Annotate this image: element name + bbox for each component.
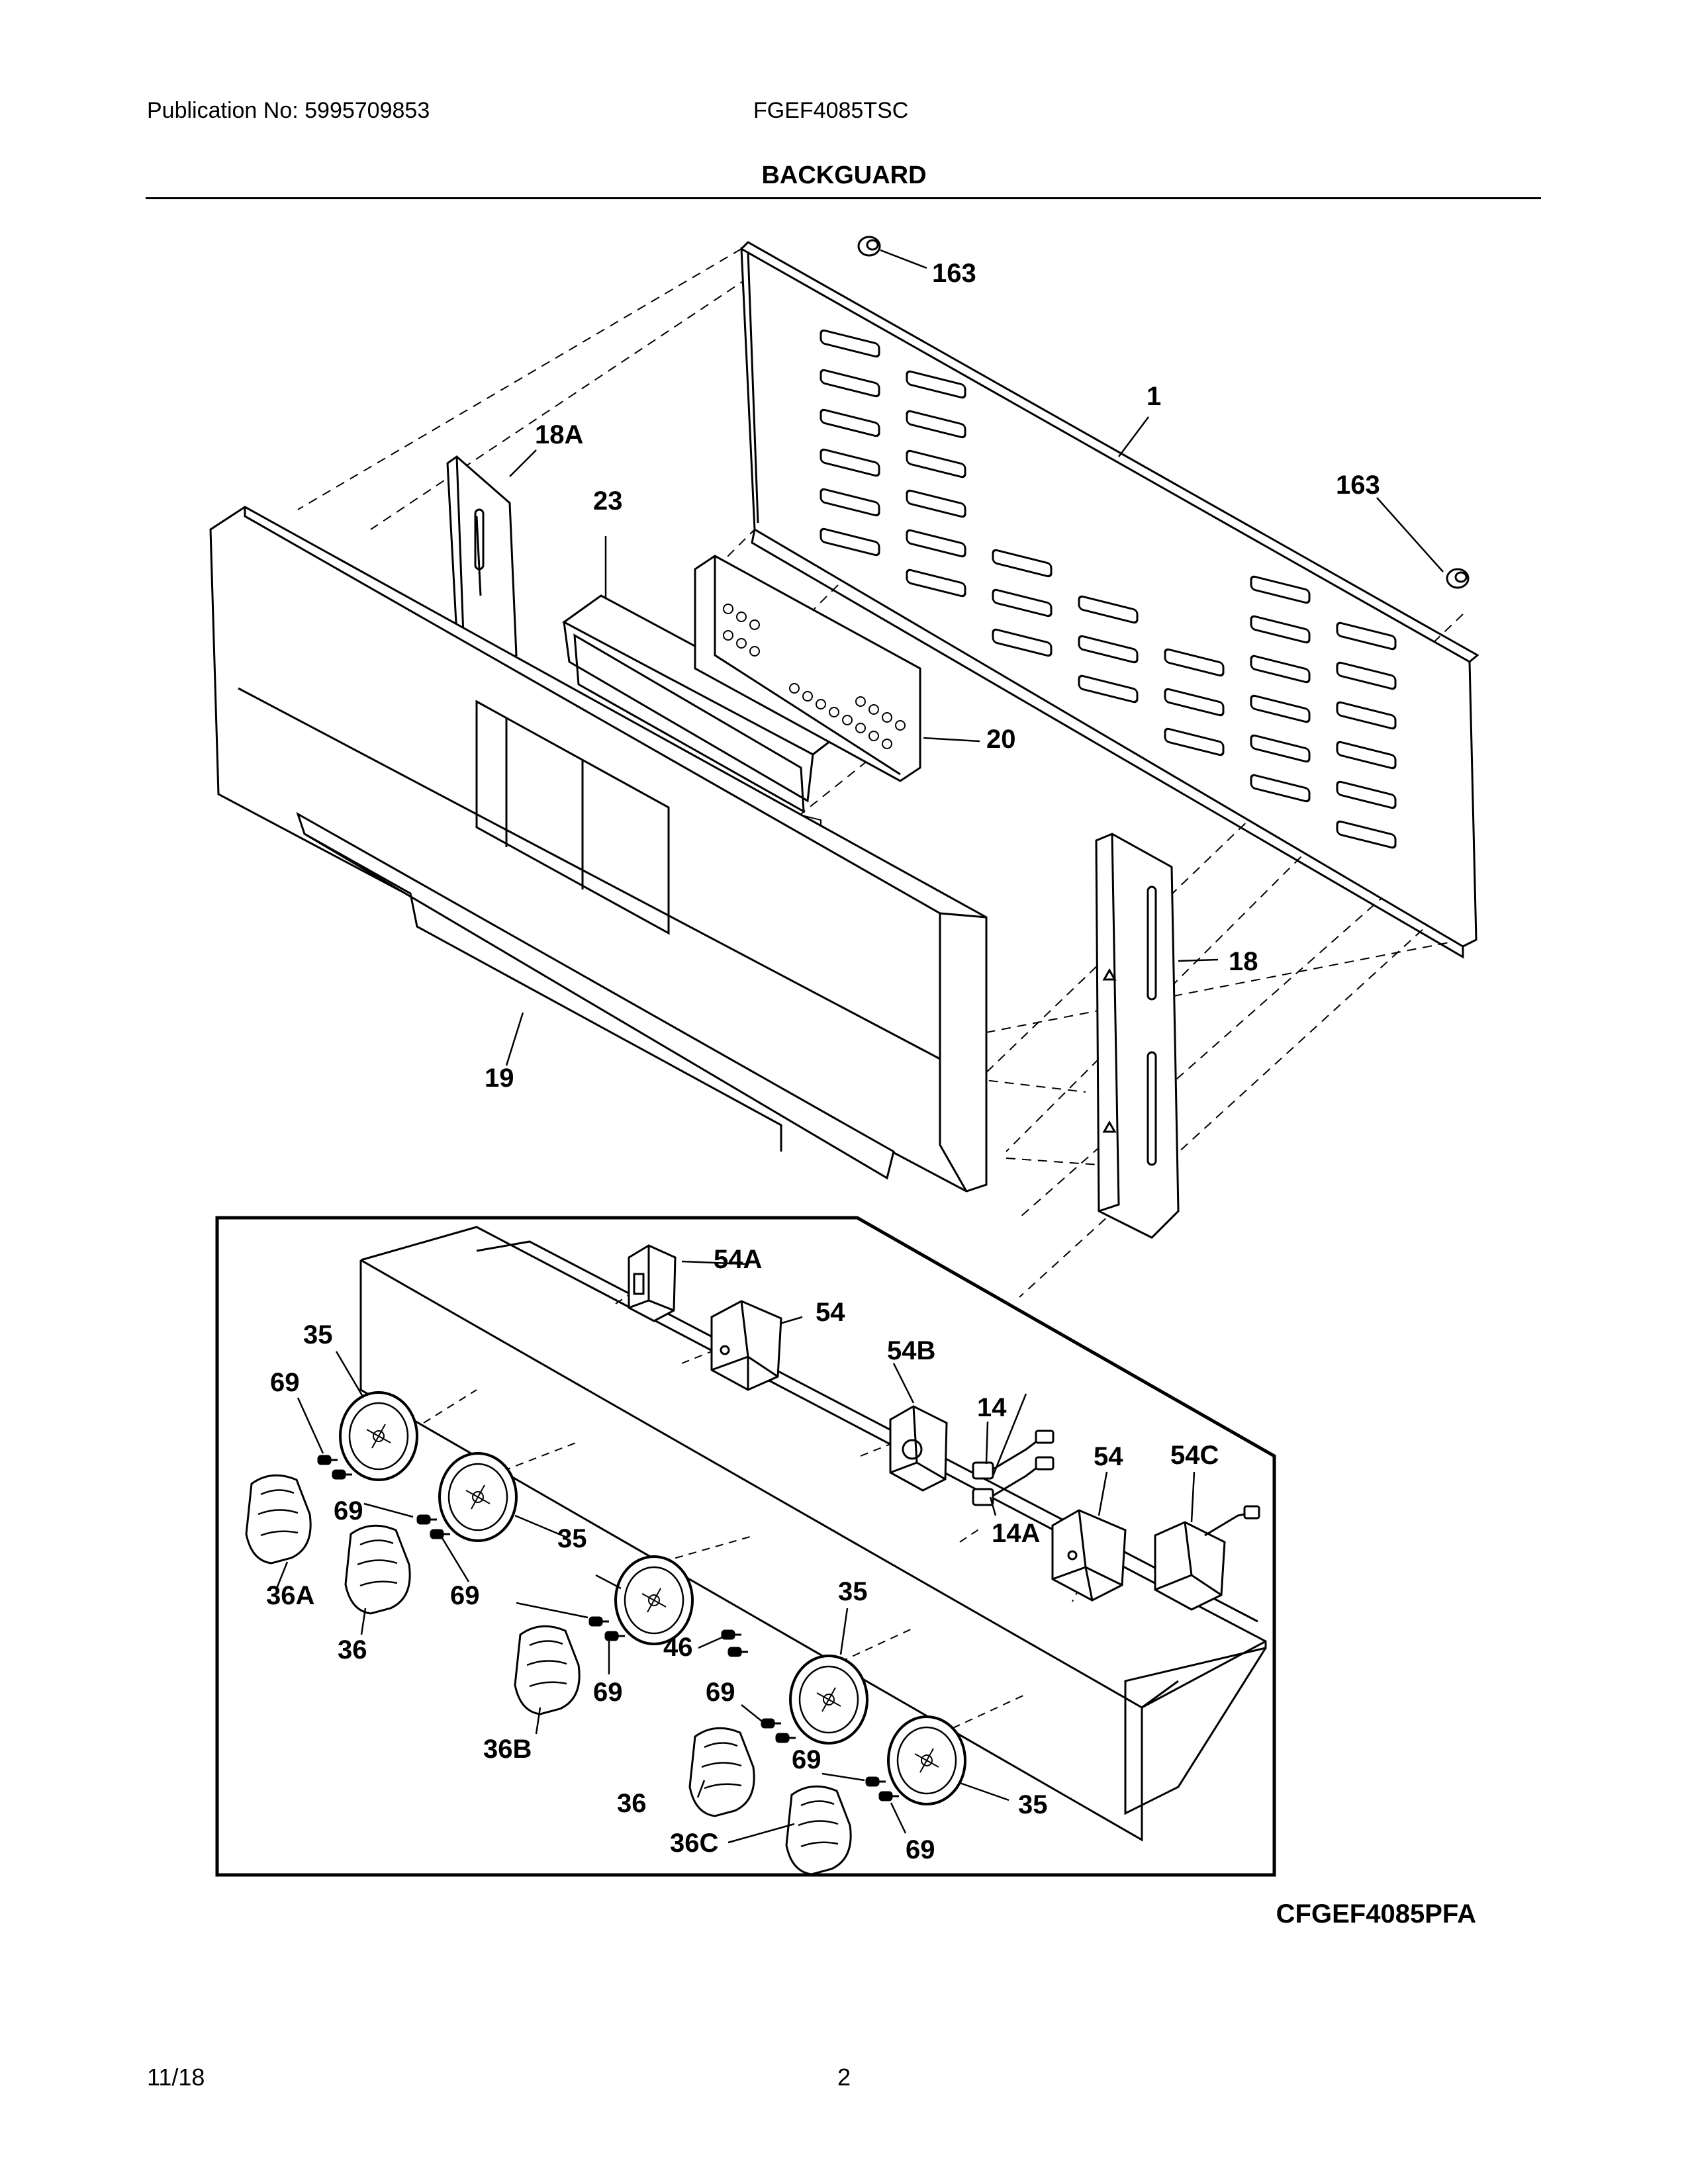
callout-35-c: 35 bbox=[838, 1577, 868, 1606]
publication-number: Publication No: 5995709853 bbox=[147, 98, 430, 123]
section-title: BACKGUARD bbox=[761, 161, 927, 189]
right-end-bracket bbox=[1095, 833, 1180, 1239]
callout-69-f: 69 bbox=[792, 1745, 821, 1774]
knob-36B bbox=[514, 1625, 581, 1715]
bezel-1 bbox=[339, 1391, 418, 1481]
knob-36-b bbox=[688, 1727, 755, 1817]
spacer-right bbox=[1446, 568, 1470, 589]
callout-23: 23 bbox=[593, 486, 623, 516]
knob-36-a bbox=[344, 1524, 411, 1615]
diagram-code: CFGEF4085PFA bbox=[1276, 1899, 1476, 1929]
callout-69-a: 69 bbox=[270, 1368, 300, 1397]
callout-69-b: 69 bbox=[334, 1496, 363, 1525]
header-rule bbox=[146, 197, 1541, 199]
backguard-upper-assembly bbox=[209, 236, 1479, 1298]
bezel-3 bbox=[614, 1555, 694, 1645]
switch-54C bbox=[1154, 1505, 1260, 1611]
callout-20: 20 bbox=[986, 725, 1016, 754]
callout-18A: 18A bbox=[535, 420, 583, 449]
callout-14: 14 bbox=[977, 1393, 1007, 1422]
control-panel-inset bbox=[215, 1216, 1276, 1877]
callout-1: 1 bbox=[1147, 382, 1161, 411]
callout-69-e: 69 bbox=[706, 1678, 735, 1707]
callout-54B: 54B bbox=[887, 1336, 935, 1365]
callout-54C: 54C bbox=[1170, 1441, 1219, 1470]
harness-14A bbox=[972, 1456, 1055, 1506]
callout-14A: 14A bbox=[992, 1519, 1040, 1548]
callout-36B: 36B bbox=[483, 1735, 532, 1764]
electronic-oven-control bbox=[694, 555, 921, 848]
callout-36-b: 36 bbox=[617, 1789, 647, 1818]
callout-36A: 36A bbox=[266, 1581, 314, 1610]
callout-35-d: 35 bbox=[1018, 1790, 1048, 1819]
callout-19: 19 bbox=[485, 1064, 514, 1093]
callout-69-d: 69 bbox=[593, 1678, 623, 1707]
callout-54A: 54A bbox=[714, 1245, 762, 1274]
switch-54A bbox=[628, 1244, 677, 1322]
page-number: 2 bbox=[837, 2064, 851, 2091]
backguard-panel bbox=[209, 506, 988, 1193]
callout-69-c: 69 bbox=[450, 1581, 480, 1610]
callout-46: 46 bbox=[663, 1633, 693, 1662]
callout-69-g: 69 bbox=[906, 1835, 935, 1864]
callout-54-top: 54 bbox=[816, 1298, 845, 1327]
bezel-4 bbox=[789, 1655, 868, 1745]
callout-36C: 36C bbox=[670, 1829, 718, 1858]
callout-163-right: 163 bbox=[1336, 471, 1380, 500]
callout-35-b: 35 bbox=[557, 1524, 587, 1553]
callout-labels: 163 1 163 18A 23 20 18 19 54A 54 54B 14 … bbox=[266, 259, 1380, 1864]
spacer-top bbox=[857, 236, 881, 257]
bezel-2 bbox=[438, 1452, 518, 1542]
callout-18: 18 bbox=[1229, 947, 1258, 976]
rear-panel bbox=[740, 241, 1479, 959]
switch-54-mid bbox=[1051, 1509, 1127, 1602]
harness-14 bbox=[972, 1430, 1055, 1480]
callout-54-mid: 54 bbox=[1094, 1442, 1123, 1471]
switch-54B bbox=[889, 1405, 948, 1492]
callout-163-top: 163 bbox=[932, 259, 976, 288]
switch-54-top bbox=[710, 1300, 782, 1391]
revision-date: 11/18 bbox=[147, 2064, 205, 2091]
bezel-5 bbox=[887, 1715, 966, 1805]
callout-35-a: 35 bbox=[303, 1320, 333, 1349]
callout-36-a: 36 bbox=[338, 1635, 367, 1664]
knob-36A bbox=[245, 1474, 312, 1565]
knob-36C bbox=[785, 1785, 852, 1876]
model-number: FGEF4085TSC bbox=[753, 98, 909, 123]
